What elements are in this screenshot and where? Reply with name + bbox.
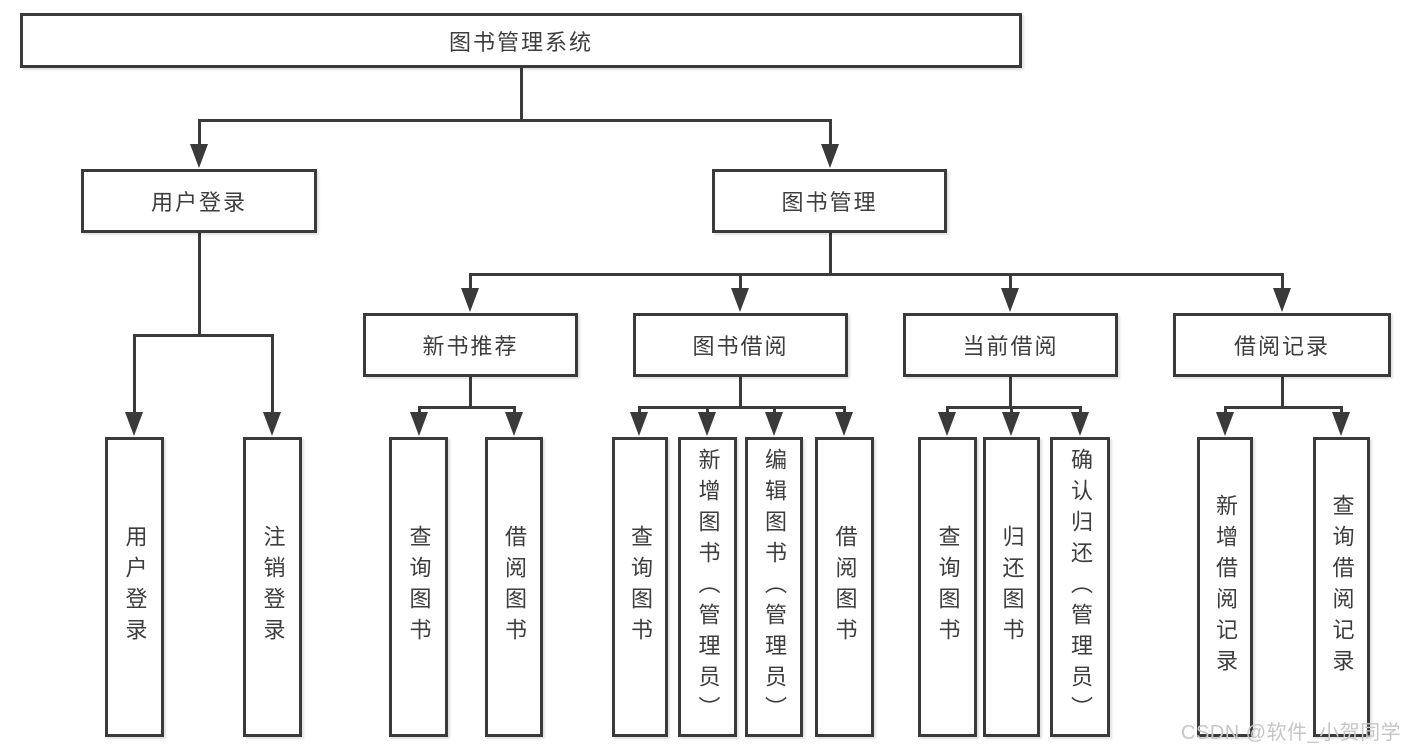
node-label: 用户登录 [150,190,247,215]
connector-line [739,377,742,409]
node-label: 新增图书（管理员） [695,447,721,727]
connector-line [1281,377,1284,409]
connector-arrow-shaft [1281,274,1284,294]
node-label: 新增借阅记录 [1213,494,1238,680]
connector-line [469,273,1284,276]
connector-line [133,334,274,337]
connector-arrow-shaft [271,335,274,418]
node-root: 图书管理系统 [20,13,1022,68]
connector-arrowhead [1001,288,1019,312]
node-leaf-add-book-admin: 新增图书（管理员） [678,437,737,737]
node-book-borrow: 图书借阅 [633,313,848,377]
connector-arrowhead [1002,412,1020,436]
node-label: 当前借阅 [962,334,1059,359]
node-label: 借阅记录 [1233,334,1330,359]
node-leaf-confirm-return-admin: 确认归还（管理员） [1050,437,1110,737]
node-new-book-recommend: 新书推荐 [363,313,578,377]
node-label: 确认归还（管理员） [1068,447,1093,727]
connector-arrowhead [1273,288,1291,312]
node-label: 查询图书 [935,525,961,649]
connector-line [520,68,523,122]
connector-arrow-shaft [739,274,742,294]
connector-line [418,406,516,409]
node-leaf-query-book-recommend: 查询图书 [389,437,448,737]
node-leaf-return-book: 归还图书 [983,437,1040,737]
connector-arrowhead [1071,412,1089,436]
connector-line [1224,406,1343,409]
connector-arrowhead [1216,412,1234,436]
connector-line [829,232,832,276]
connector-arrowhead [125,412,143,436]
connector-line [1009,377,1012,409]
connector-arrowhead [505,412,523,436]
node-leaf-user-login: 用户登录 [105,437,164,737]
node-book-management: 图书管理 [712,169,947,233]
node-label: 注销登录 [260,525,286,649]
connector-line [638,406,846,409]
node-user-login: 用户登录 [81,169,317,233]
node-label: 查询图书 [406,525,432,649]
node-label: 用户登录 [122,525,148,649]
node-label: 查询图书 [628,525,653,649]
node-leaf-edit-book-admin: 编辑图书（管理员） [745,437,803,737]
connector-arrowhead [1332,412,1350,436]
watermark: CSDN @软件_小贺同学 [1181,722,1402,744]
connector-arrowhead [263,412,281,436]
connector-line [198,233,201,337]
node-label: 归还图书 [999,525,1025,649]
connector-arrow-shaft [829,120,832,150]
connector-arrow-shaft [469,274,472,294]
node-label: 查询借阅记录 [1329,494,1355,680]
connector-arrow-shaft [133,335,136,418]
node-leaf-query-borrow-record: 查询借阅记录 [1313,437,1370,737]
connector-arrowhead [765,412,783,436]
node-leaf-query-book-current: 查询图书 [918,437,977,737]
node-leaf-borrow-book-recommend: 借阅图书 [485,437,543,737]
node-label: 图书借阅 [692,334,789,359]
connector-arrowhead [410,412,428,436]
connector-arrowhead [698,412,716,436]
node-current-borrow: 当前借阅 [903,313,1118,377]
node-leaf-add-borrow-record: 新增借阅记录 [1197,437,1253,737]
connector-arrowhead [731,288,749,312]
connector-arrow-shaft [198,120,201,150]
connector-line [469,377,472,409]
connector-arrow-shaft [1009,274,1012,294]
node-leaf-logout: 注销登录 [243,437,302,737]
connector-arrowhead [835,412,853,436]
node-leaf-query-book-borrow: 查询图书 [612,437,668,737]
node-label: 图书管理系统 [448,29,593,55]
connector-line [946,406,1082,409]
connector-arrowhead [190,144,208,168]
node-label: 新书推荐 [422,334,519,359]
node-label: 借阅图书 [502,525,527,649]
connector-line [198,119,832,122]
connector-arrowhead [461,288,479,312]
connector-arrowhead [938,412,956,436]
node-label: 借阅图书 [832,525,858,649]
node-leaf-borrow-book: 借阅图书 [815,437,874,737]
node-borrow-records: 借阅记录 [1173,313,1391,377]
node-label: 图书管理 [781,190,878,215]
connector-arrowhead [630,412,648,436]
node-label: 编辑图书（管理员） [762,447,787,727]
connector-arrowhead [821,144,839,168]
